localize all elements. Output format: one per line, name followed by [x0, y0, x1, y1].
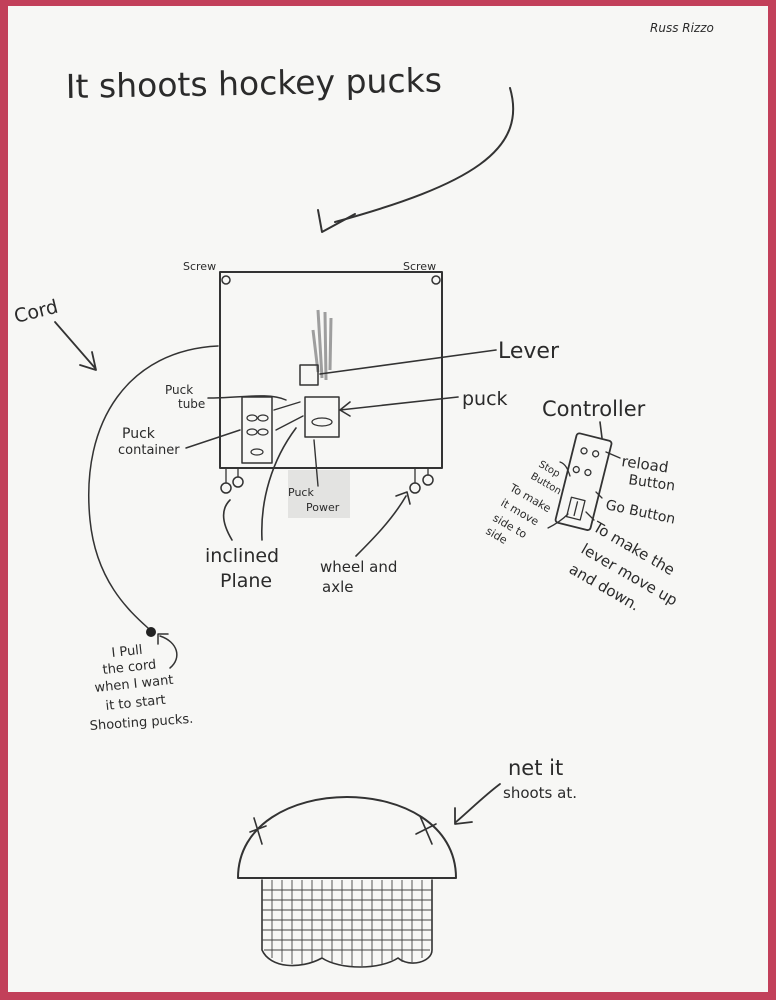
- label-puck-container-2: container: [118, 443, 180, 458]
- label-net-2: shoots at.: [503, 784, 577, 802]
- label-net-1: net it: [508, 756, 563, 780]
- label-puck: puck: [462, 388, 508, 410]
- label-inclined-plane-2: Plane: [220, 570, 272, 592]
- label-puck-tube-1: Puck: [165, 383, 193, 397]
- pull-knob: [146, 627, 156, 637]
- label-puck-container-1: Puck: [122, 426, 156, 442]
- drawing-title: It shoots hockey pucks: [65, 60, 442, 106]
- label-puck-tube-2: tube: [178, 397, 205, 411]
- label-lever: Lever: [498, 339, 560, 364]
- author-name: Russ Rizzo: [650, 21, 714, 35]
- label-puck-power-2: Power: [306, 501, 340, 514]
- label-controller: Controller: [542, 397, 646, 421]
- label-screw-right: Screw: [403, 260, 436, 273]
- label-wheel-axle-1: wheel and: [320, 558, 397, 576]
- label-wheel-axle-2: axle: [322, 578, 353, 596]
- label-puck-power-1: Puck: [288, 486, 314, 499]
- paper-sheet: [8, 6, 768, 992]
- label-inclined-plane-1: inclined: [205, 545, 279, 567]
- label-screw-left: Screw: [183, 260, 216, 273]
